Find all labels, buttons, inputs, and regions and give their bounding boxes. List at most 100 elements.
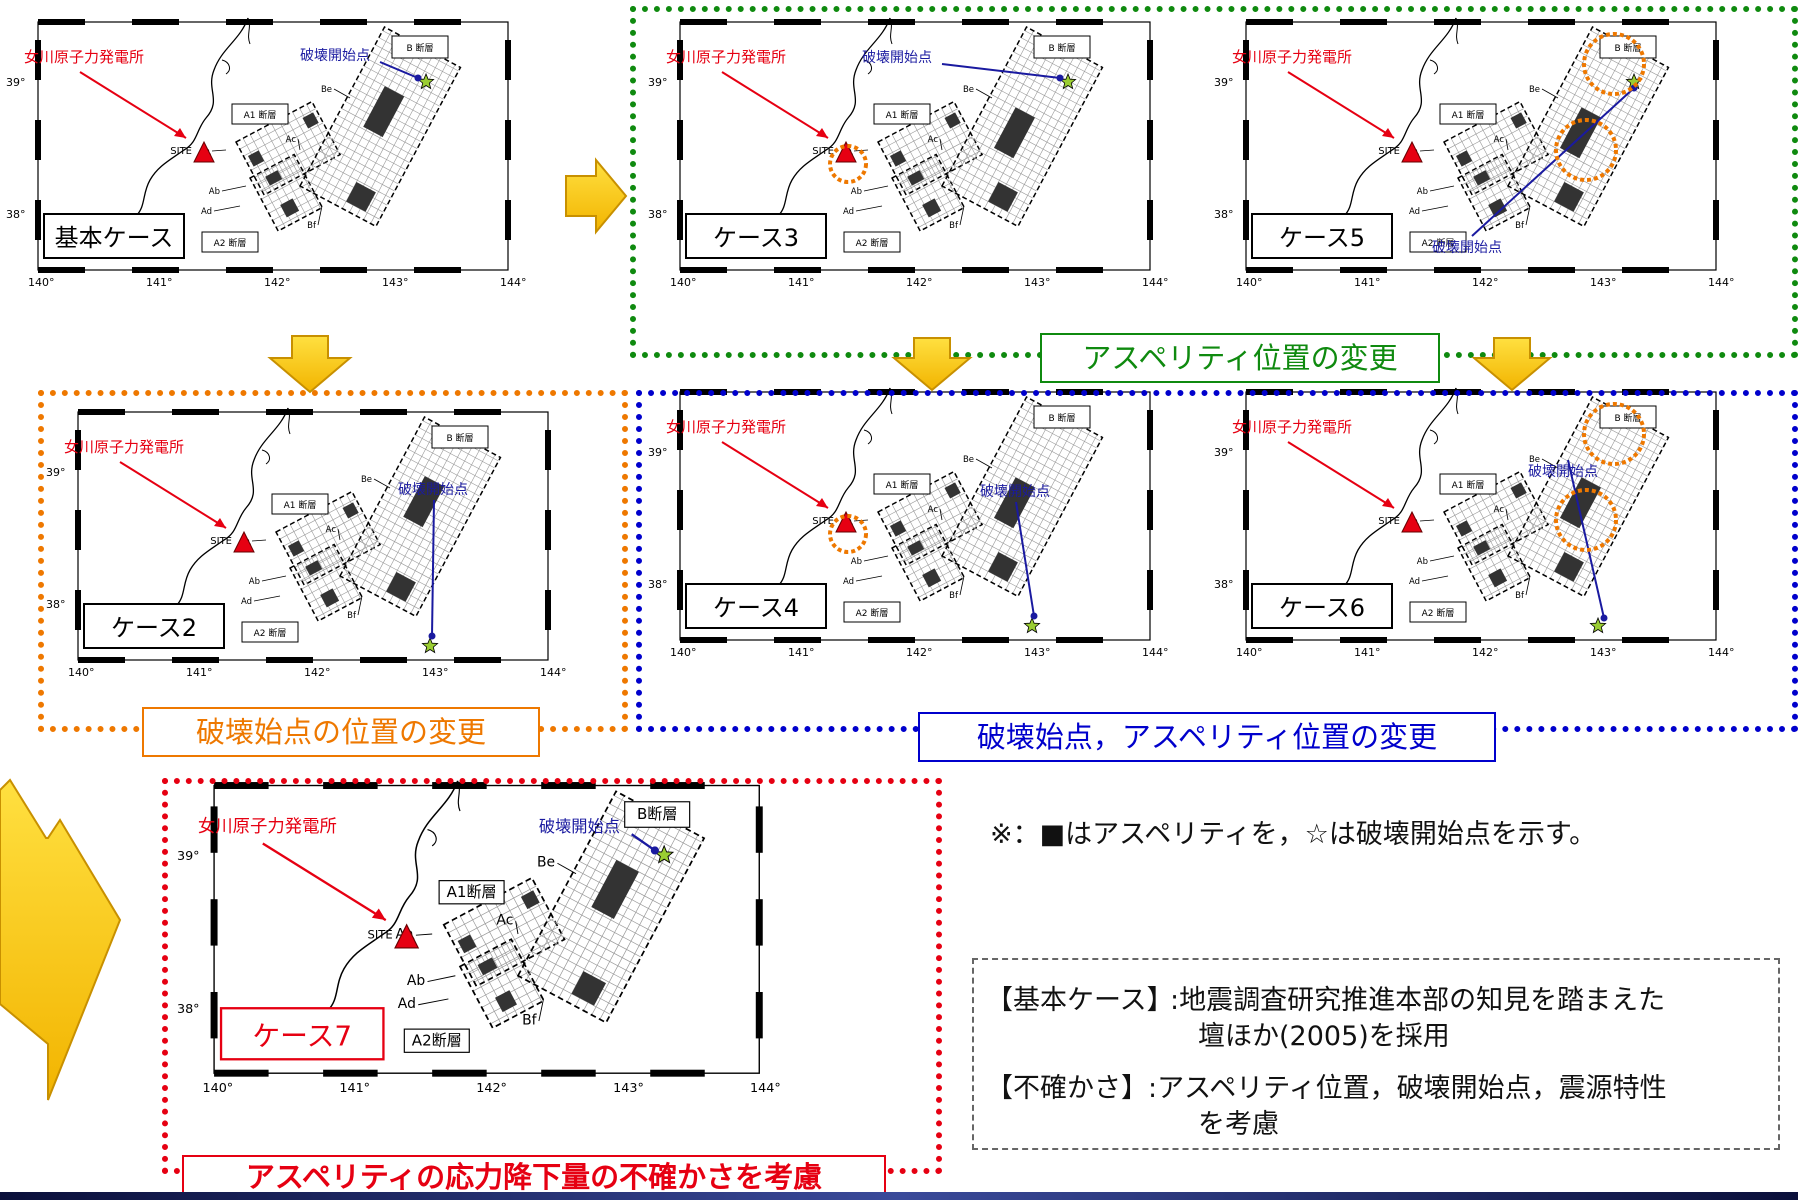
asperity-label-be: Be (963, 455, 974, 465)
asperity-label-ac: Ac (286, 135, 297, 145)
fault-a1 (234, 100, 342, 196)
case-label: ケース7 (219, 1007, 385, 1061)
lat-tick-label: 38° (648, 208, 668, 221)
asperity-label-ac: Ac (1494, 135, 1505, 145)
asperity-bf (386, 572, 416, 602)
asperity-be (993, 477, 1035, 529)
lat-tick-label: 39° (46, 466, 66, 479)
asperity-label-ab: Ab (851, 557, 862, 567)
legend-uncertainty-label: 【不確かさ】 (986, 1073, 1148, 1104)
lat-tick-label: 38° (648, 578, 668, 591)
fault-b (1506, 396, 1670, 598)
asperity-be (363, 86, 405, 138)
lon-tick-label: 143° (382, 276, 409, 289)
asperity-aa (247, 150, 265, 167)
site-label: SITE (170, 146, 192, 157)
case-label: ケース5 (1251, 213, 1393, 259)
case-text: ケース5 (1279, 224, 1365, 252)
asperity-bf (571, 971, 607, 1006)
asperity-label-be: Be (1529, 455, 1540, 465)
lon-tick-label: 143° (422, 666, 449, 679)
lat-tick-label: 38° (177, 1002, 200, 1017)
asperity-change-circle (1582, 32, 1646, 96)
rupture-label: 破壊開始点 (1528, 464, 1598, 480)
fault-a2-text: A2 断層 (856, 607, 889, 619)
lon-tick-label: 140° (670, 646, 697, 659)
asperity-label-ab: Ab (851, 187, 862, 197)
lat-tick-label: 39° (1214, 446, 1234, 459)
fault-b-text: B断層 (637, 805, 677, 823)
lat-tick-label: 39° (648, 76, 668, 89)
asperity-label-ad: Ad (398, 996, 416, 1012)
rupture-label: 破壊開始点 (862, 50, 932, 66)
fault-a2-label: A2 断層 (241, 621, 299, 643)
lat-tick-label: 39° (177, 849, 200, 864)
fault-b-text: B 断層 (1614, 412, 1641, 424)
asperity-ad (280, 198, 300, 218)
fault-b-text: B 断層 (406, 42, 433, 54)
asperity-label-be: Be (963, 85, 974, 95)
asperity-label-ab: Ab (407, 973, 426, 989)
lon-tick-label: 144° (750, 1081, 781, 1096)
asperity-label-ad: Ad (843, 207, 854, 217)
legend-basic-text-1: :地震調査研究推進本部の知見を踏まえた (1170, 985, 1666, 1016)
fault-b-label: B断層 (624, 801, 691, 828)
lon-tick-label: 142° (476, 1081, 507, 1096)
lon-tick-label: 141° (339, 1081, 370, 1096)
lat-tick-label: 39° (648, 446, 668, 459)
fault-b-label: B 断層 (431, 425, 489, 449)
site-triangle-icon (193, 140, 215, 163)
asperity-ac (1510, 482, 1527, 499)
asperity-aa (889, 520, 907, 537)
fault-a2-label: A2 断層 (1409, 231, 1467, 253)
asperity-ac (944, 482, 961, 499)
fault-a1-text: A1 断層 (1452, 109, 1485, 121)
lon-tick-label: 142° (1472, 276, 1499, 289)
lon-tick-label: 144° (500, 276, 527, 289)
asperity-be (1559, 477, 1601, 529)
asperity-label-bf: Bf (1515, 221, 1525, 231)
asperity-label-bf: Bf (522, 1012, 538, 1028)
asperity-label-ac: Ac (326, 525, 337, 535)
fault-b (338, 416, 502, 618)
fault-b-label: B 断層 (391, 35, 449, 59)
frame-asperity-position (630, 6, 1798, 358)
asperity-label-be: Be (321, 85, 332, 95)
arrow-down-icon (267, 335, 353, 394)
asperity-change-circle (1554, 118, 1618, 182)
lon-tick-label: 143° (1590, 276, 1617, 289)
legend-uncertainty-text-1: :アスペリティ位置，破壊開始点，震源特性 (1148, 1073, 1667, 1104)
fault-b-text: B 断層 (1048, 412, 1075, 424)
fault-a1-label: A1 断層 (873, 103, 931, 125)
lat-tick-label: 38° (1214, 578, 1234, 591)
fault-a2-text: A2断層 (412, 1031, 462, 1049)
plant-label: 女川原子力発電所 (64, 438, 184, 456)
site-triangle-icon (835, 510, 857, 533)
caption-rupture-position: 破壊始点の位置の変更 (142, 707, 540, 757)
lon-tick-label: 144° (540, 666, 567, 679)
case-label: ケース3 (685, 213, 827, 259)
asperity-ab (1473, 170, 1491, 186)
lon-tick-label: 140° (202, 1081, 233, 1096)
lat-tick-label: 38° (46, 598, 66, 611)
asperity-ac (302, 112, 319, 129)
asperity-bf (346, 182, 376, 212)
asperity-label-ab: Ab (209, 187, 220, 197)
legend-box: 【基本ケース】 :地震調査研究推進本部の知見を踏まえた 壇ほか(2005)を採用… (972, 958, 1780, 1150)
asperity-label-ad: Ad (241, 597, 252, 607)
site-label: SITE (812, 146, 834, 157)
site-triangle-icon (835, 140, 857, 163)
lon-tick-label: 141° (788, 646, 815, 659)
fault-a2-label: A2 断層 (1409, 601, 1467, 623)
lon-tick-label: 144° (1142, 276, 1169, 289)
asperity-label-ab: Ab (249, 577, 260, 587)
plant-label: 女川原子力発電所 (198, 817, 337, 837)
asperity-be (993, 107, 1035, 159)
asperity-label-be: Be (361, 475, 372, 485)
plant-label: 女川原子力発電所 (24, 48, 144, 66)
fault-b-label: B 断層 (1033, 405, 1091, 429)
fault-a1-text: A1 断層 (244, 109, 277, 121)
site-label: SITE (368, 928, 393, 942)
plant-label: 女川原子力発電所 (666, 418, 786, 436)
